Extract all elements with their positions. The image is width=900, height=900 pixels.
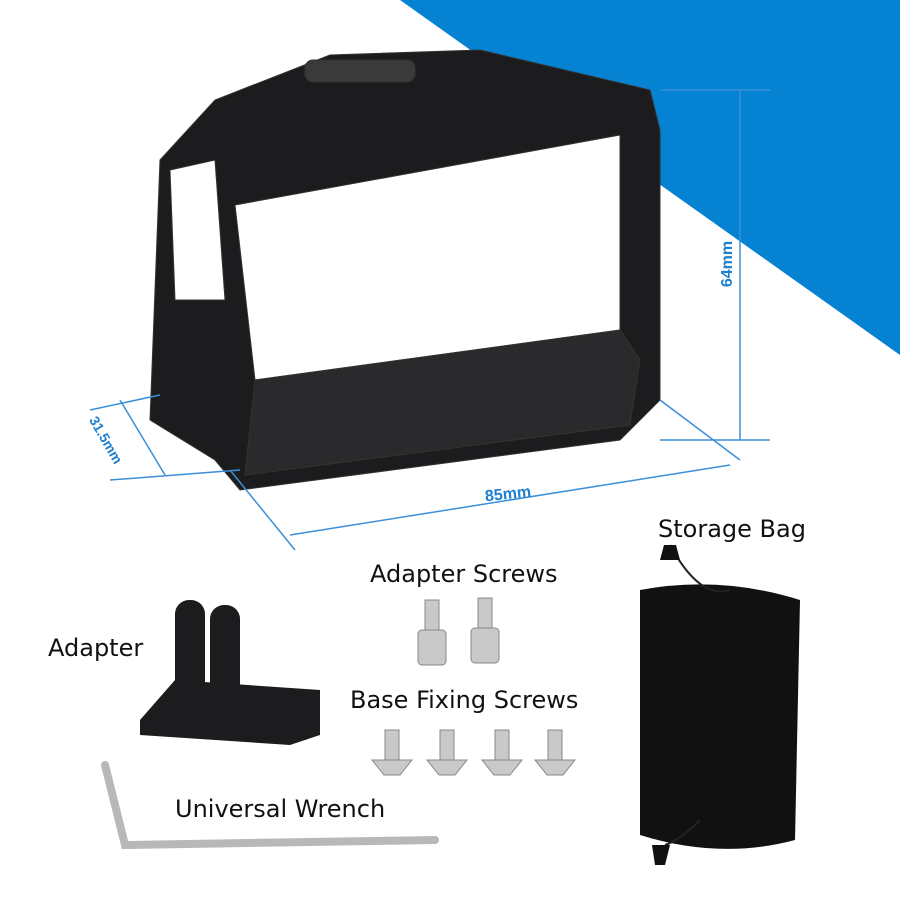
universal-wrench bbox=[101, 761, 439, 850]
dimension-lines bbox=[89, 89, 770, 551]
universal-wrench-label: Universal Wrench bbox=[175, 795, 386, 823]
base-fixing-screws bbox=[370, 729, 577, 776]
height-dimension-label: 64mm bbox=[719, 240, 737, 288]
adapter-part bbox=[140, 600, 320, 745]
base-fixing-screws-label: Base Fixing Screws bbox=[350, 686, 579, 714]
adapter-screws-label: Adapter Screws bbox=[370, 560, 558, 588]
storage-bag-label: Storage Bag bbox=[658, 515, 806, 543]
camera-cage bbox=[149, 49, 661, 491]
adapter-screws bbox=[417, 597, 500, 666]
adapter-label: Adapter bbox=[48, 634, 144, 662]
storage-bag bbox=[640, 544, 800, 865]
